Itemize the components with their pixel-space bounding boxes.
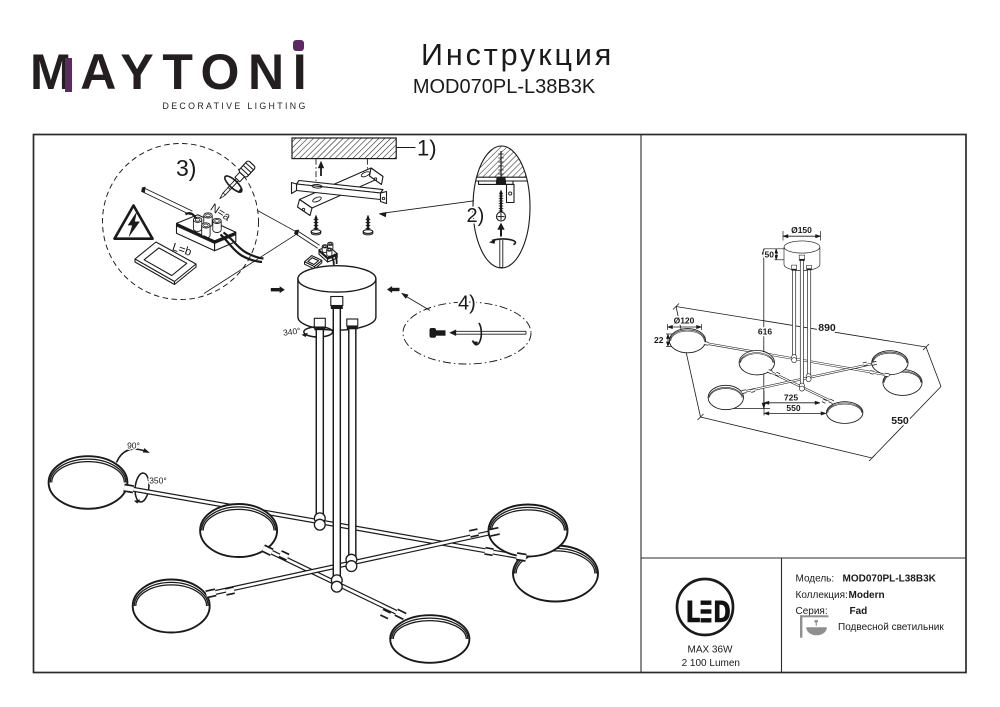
svg-text:MOD070PL-L38B3K: MOD070PL-L38B3K <box>843 574 937 585</box>
svg-text:890: 890 <box>818 322 836 334</box>
svg-text:Ø150: Ø150 <box>791 225 812 235</box>
svg-text:550: 550 <box>891 415 909 427</box>
svg-text:350°: 350° <box>149 475 167 485</box>
svg-text:340°: 340° <box>282 325 301 337</box>
svg-text:Коллекция:: Коллекция: <box>796 590 848 601</box>
svg-text:L=b: L=b <box>171 241 193 258</box>
svg-text:616: 616 <box>758 327 772 337</box>
svg-text:90°: 90° <box>127 440 140 450</box>
svg-text:1): 1) <box>417 136 437 161</box>
svg-text:22: 22 <box>654 335 664 345</box>
svg-text:Серия:: Серия: <box>796 606 828 617</box>
svg-text:Modern: Modern <box>849 590 885 601</box>
svg-text:Модель:: Модель: <box>796 574 835 585</box>
svg-text:MAX 36W: MAX 36W <box>687 645 733 656</box>
svg-text:Fad: Fad <box>850 606 868 617</box>
svg-text:4): 4) <box>458 293 476 315</box>
svg-text:550: 550 <box>786 403 800 413</box>
svg-text:Ø120: Ø120 <box>674 316 695 326</box>
svg-text:2 100 Lumen: 2 100 Lumen <box>682 658 740 669</box>
svg-text:Подвесной светильник: Подвесной светильник <box>838 622 944 633</box>
svg-text:2): 2) <box>467 205 485 227</box>
svg-text:3): 3) <box>176 155 196 181</box>
svg-text:725: 725 <box>784 392 798 402</box>
svg-text:50: 50 <box>765 249 775 259</box>
